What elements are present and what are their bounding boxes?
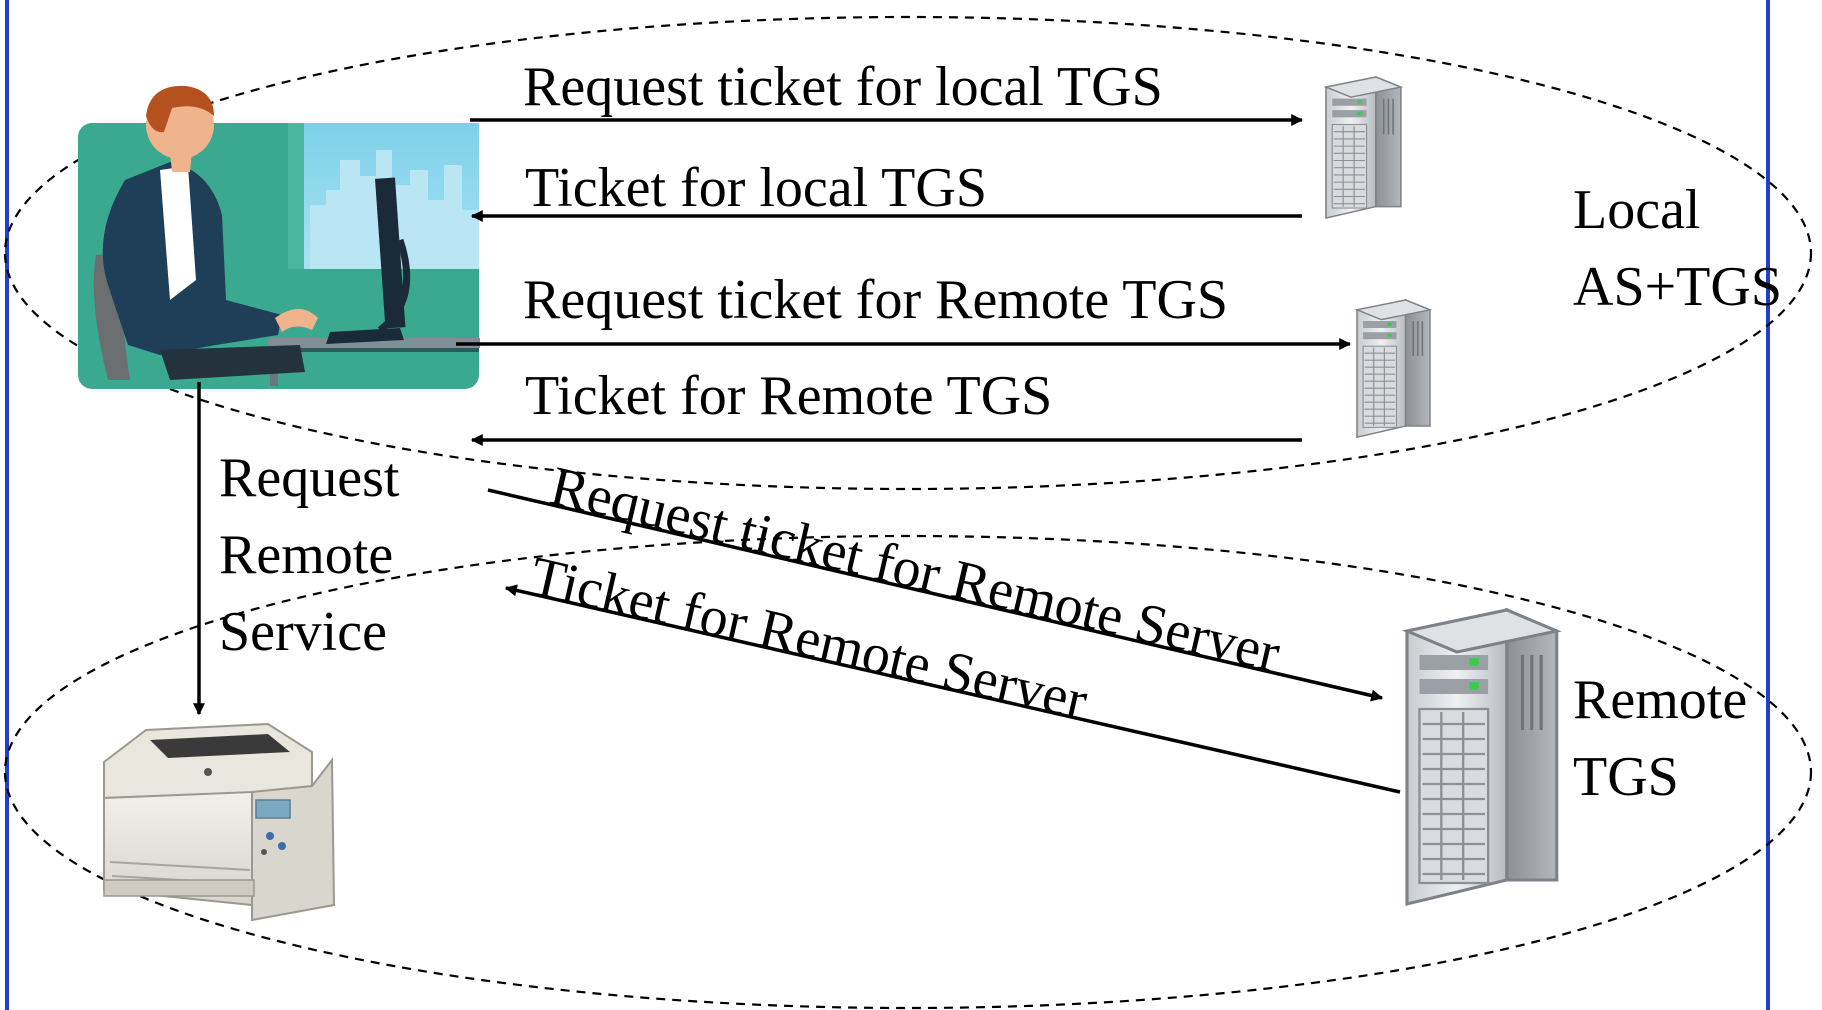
local-realm-ellipse (3, 15, 1813, 491)
label-ticket-local-tgs: Ticket for local TGS (525, 157, 987, 219)
label-request-remote-service-line: Remote (219, 524, 394, 586)
user-at-computer-icon (78, 85, 480, 389)
label-req-remote-tgs: Request ticket for Remote TGS (523, 269, 1229, 331)
label-request-remote-service: Request Remote Service (219, 440, 399, 671)
label-local-zone-line: AS+TGS (1573, 256, 1782, 318)
label-local-zone-line: Local (1573, 179, 1701, 241)
printer-icon (103, 722, 336, 922)
label-request-remote-service-line: Request (219, 447, 400, 509)
label-local-as-tgs: Local AS+TGS (1573, 172, 1782, 326)
label-ticket-remote-tgs: Ticket for Remote TGS (525, 365, 1053, 427)
label-remote-zone-line: Remote (1573, 669, 1748, 731)
label-remote-zone-line: TGS (1573, 746, 1679, 808)
remote-tgs-server-icon (1405, 608, 1559, 906)
label-request-remote-service-line: Service (219, 601, 387, 663)
arrow-ticket-remote-server (504, 584, 1401, 794)
arrow-req-remote-server (487, 488, 1384, 702)
label-remote-tgs: Remote TGS (1573, 662, 1747, 816)
remote-realm-ellipse (3, 534, 1813, 1010)
local-tgs-server-icon (1356, 299, 1431, 438)
local-as-server-icon (1325, 76, 1402, 219)
label-req-local-tgs: Request ticket for local TGS (523, 56, 1163, 118)
